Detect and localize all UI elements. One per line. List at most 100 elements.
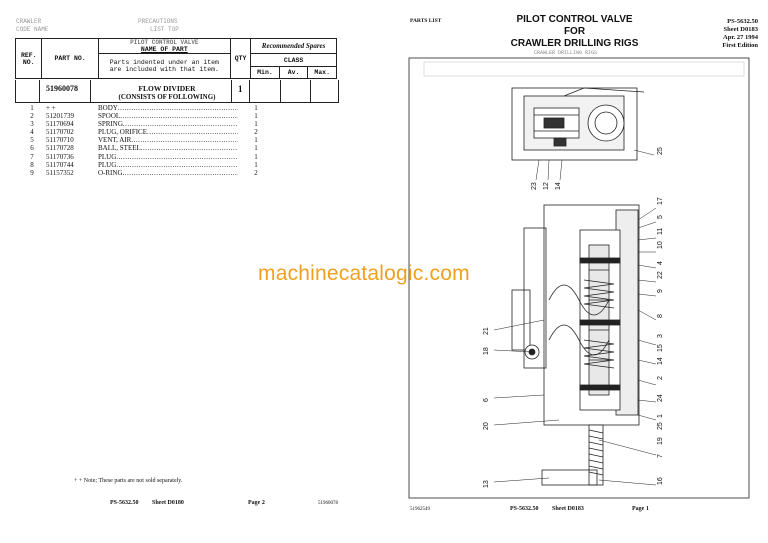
callout-number: 7 bbox=[657, 454, 664, 458]
name-of-part-header: PILOT CONTROL VALVE NAME OF PART bbox=[97, 38, 232, 54]
part-number: 51201739 bbox=[46, 112, 74, 121]
title-line-1: PILOT CONTROL VALVE bbox=[516, 14, 633, 25]
assembly-part-no: 51960078 bbox=[46, 84, 78, 93]
part-number: 51170702 bbox=[46, 128, 74, 137]
footer-part: 51962549 bbox=[410, 507, 430, 512]
min-header: Min. bbox=[250, 66, 280, 79]
footnote: + + Note; These parts are not sold separ… bbox=[74, 478, 183, 484]
part-name: PLUG....................................… bbox=[98, 152, 238, 161]
assembly-qty: 1 bbox=[238, 84, 243, 94]
footer-part: 51960078 bbox=[318, 501, 338, 506]
callout-number: 4 bbox=[657, 261, 664, 265]
part-name: BALL, STEEL.............................… bbox=[98, 144, 238, 153]
callout-number: 24 bbox=[657, 394, 664, 402]
part-name: BODY....................................… bbox=[98, 104, 238, 112]
part-name: SPOOL...................................… bbox=[98, 112, 238, 121]
table-row: 1 + + BODY................................… bbox=[18, 104, 358, 112]
callout-number: 22 bbox=[657, 271, 664, 279]
part-name: PLUG....................................… bbox=[98, 160, 238, 169]
footer-sheet: Sheet D0183 bbox=[552, 506, 584, 512]
callout-number: 10 bbox=[657, 241, 664, 249]
parts-list-label: PARTS LIST bbox=[410, 18, 442, 24]
callout-number: 9 bbox=[657, 289, 664, 293]
footer-sheet: Sheet D0180 bbox=[152, 500, 184, 506]
callout-number: 8 bbox=[657, 314, 664, 318]
ref-number: 3 bbox=[30, 120, 34, 129]
part-name: VENT, AIR...............................… bbox=[98, 136, 238, 145]
title-line-3: CRAWLER DRILLING RIGS bbox=[510, 38, 639, 49]
max-header: Max. bbox=[307, 66, 337, 79]
callout-number: 18 bbox=[483, 347, 490, 355]
ref-number: 7 bbox=[30, 152, 34, 161]
callout-number: 25 bbox=[657, 422, 664, 430]
faded-subtitle: CRAWLER DRILLING RIGS bbox=[534, 50, 598, 56]
assembly-subtitle: (CONSISTS OF FOLLOWING) bbox=[118, 93, 216, 101]
callout-number: 1 bbox=[657, 414, 664, 418]
ref-number: 9 bbox=[30, 168, 34, 177]
footer-page: Page 1 bbox=[632, 506, 649, 512]
right-page: PARTS LIST PILOT CONTROL VALVE FOR CRAWL… bbox=[384, 0, 768, 543]
callout-number: 20 bbox=[483, 422, 490, 430]
part-name: SPRING..................................… bbox=[98, 120, 238, 129]
title-line-2: FOR bbox=[563, 26, 586, 37]
ref-number: 5 bbox=[30, 136, 34, 145]
faded-header: LIST TOP bbox=[150, 26, 179, 33]
ref-no-header: REF. NO. bbox=[14, 38, 43, 79]
callout-number: 2 bbox=[657, 376, 664, 380]
indented-note: Parts indented under an item are include… bbox=[97, 53, 232, 79]
table-row: 4 51170702 PLUG, ORIFICE..................… bbox=[18, 128, 358, 136]
callout-number: 14 bbox=[657, 357, 664, 365]
part-number: + + bbox=[46, 104, 56, 112]
part-number: 51170744 bbox=[46, 160, 74, 169]
callout-number: 15 bbox=[657, 344, 664, 352]
callout-number: 23 bbox=[531, 182, 538, 190]
class-header: CLASS bbox=[250, 53, 337, 67]
footer-code: PS-5632.50 bbox=[510, 506, 539, 512]
part-name: PLUG, ORIFICE...........................… bbox=[98, 128, 238, 137]
callout-number: 6 bbox=[483, 398, 490, 402]
callout-number: 12 bbox=[543, 182, 550, 190]
part-no-header: PART NO. bbox=[41, 38, 99, 79]
ref-number: 6 bbox=[30, 144, 34, 153]
ref-number: 4 bbox=[30, 128, 34, 137]
callout-number: 14 bbox=[555, 182, 562, 190]
callout-number: 3 bbox=[657, 334, 664, 338]
footer-page: Page 2 bbox=[248, 500, 265, 506]
qty-header: QTY bbox=[230, 38, 252, 79]
ref-number: 1 bbox=[30, 104, 34, 112]
quantity: 1 bbox=[254, 112, 258, 121]
left-page: CRAWLER CODE NAME PRECAUTIONS LIST TOP R… bbox=[14, 18, 358, 506]
av-header: Av. bbox=[278, 66, 309, 79]
faded-header: PRECAUTIONS bbox=[138, 18, 178, 25]
table-row: 2 51201739 SPOOL..........................… bbox=[18, 112, 358, 120]
quantity: 1 bbox=[254, 160, 258, 169]
callout-number: 13 bbox=[483, 480, 490, 488]
ref-number: 2 bbox=[30, 112, 34, 121]
quantity: 2 bbox=[254, 128, 258, 137]
edition: First Edition bbox=[722, 42, 758, 49]
callout-number: 5 bbox=[657, 215, 664, 219]
callout-number: 25 bbox=[657, 147, 664, 155]
faded-label: CRAWLER bbox=[16, 18, 42, 25]
part-number: 51157352 bbox=[46, 168, 74, 177]
callouts-left: 23 12 14 21 18 6 20 13 bbox=[483, 182, 562, 488]
quantity: 1 bbox=[254, 120, 258, 129]
table-body-frame bbox=[15, 80, 339, 103]
recommended-spares-header: Recommended Spares bbox=[250, 38, 337, 54]
part-number: 51170710 bbox=[46, 136, 74, 145]
table-row: 6 51170728 BALL, STEEL....................… bbox=[18, 144, 358, 152]
part-number: 51170728 bbox=[46, 144, 74, 153]
parts-rows: 1 + + BODY................................… bbox=[18, 104, 358, 177]
callout-number: 21 bbox=[483, 327, 490, 335]
quantity: 1 bbox=[254, 136, 258, 145]
table-row: 5 51170710 VENT, AIR......................… bbox=[18, 136, 358, 144]
doc-code: PS-5632.50 bbox=[727, 18, 758, 25]
quantity: 1 bbox=[254, 152, 258, 161]
part-number: 51170694 bbox=[46, 120, 74, 129]
doc-date: Apr. 27 1994 bbox=[723, 34, 758, 41]
table-row: 3 51170694 SPRING.........................… bbox=[18, 120, 358, 128]
